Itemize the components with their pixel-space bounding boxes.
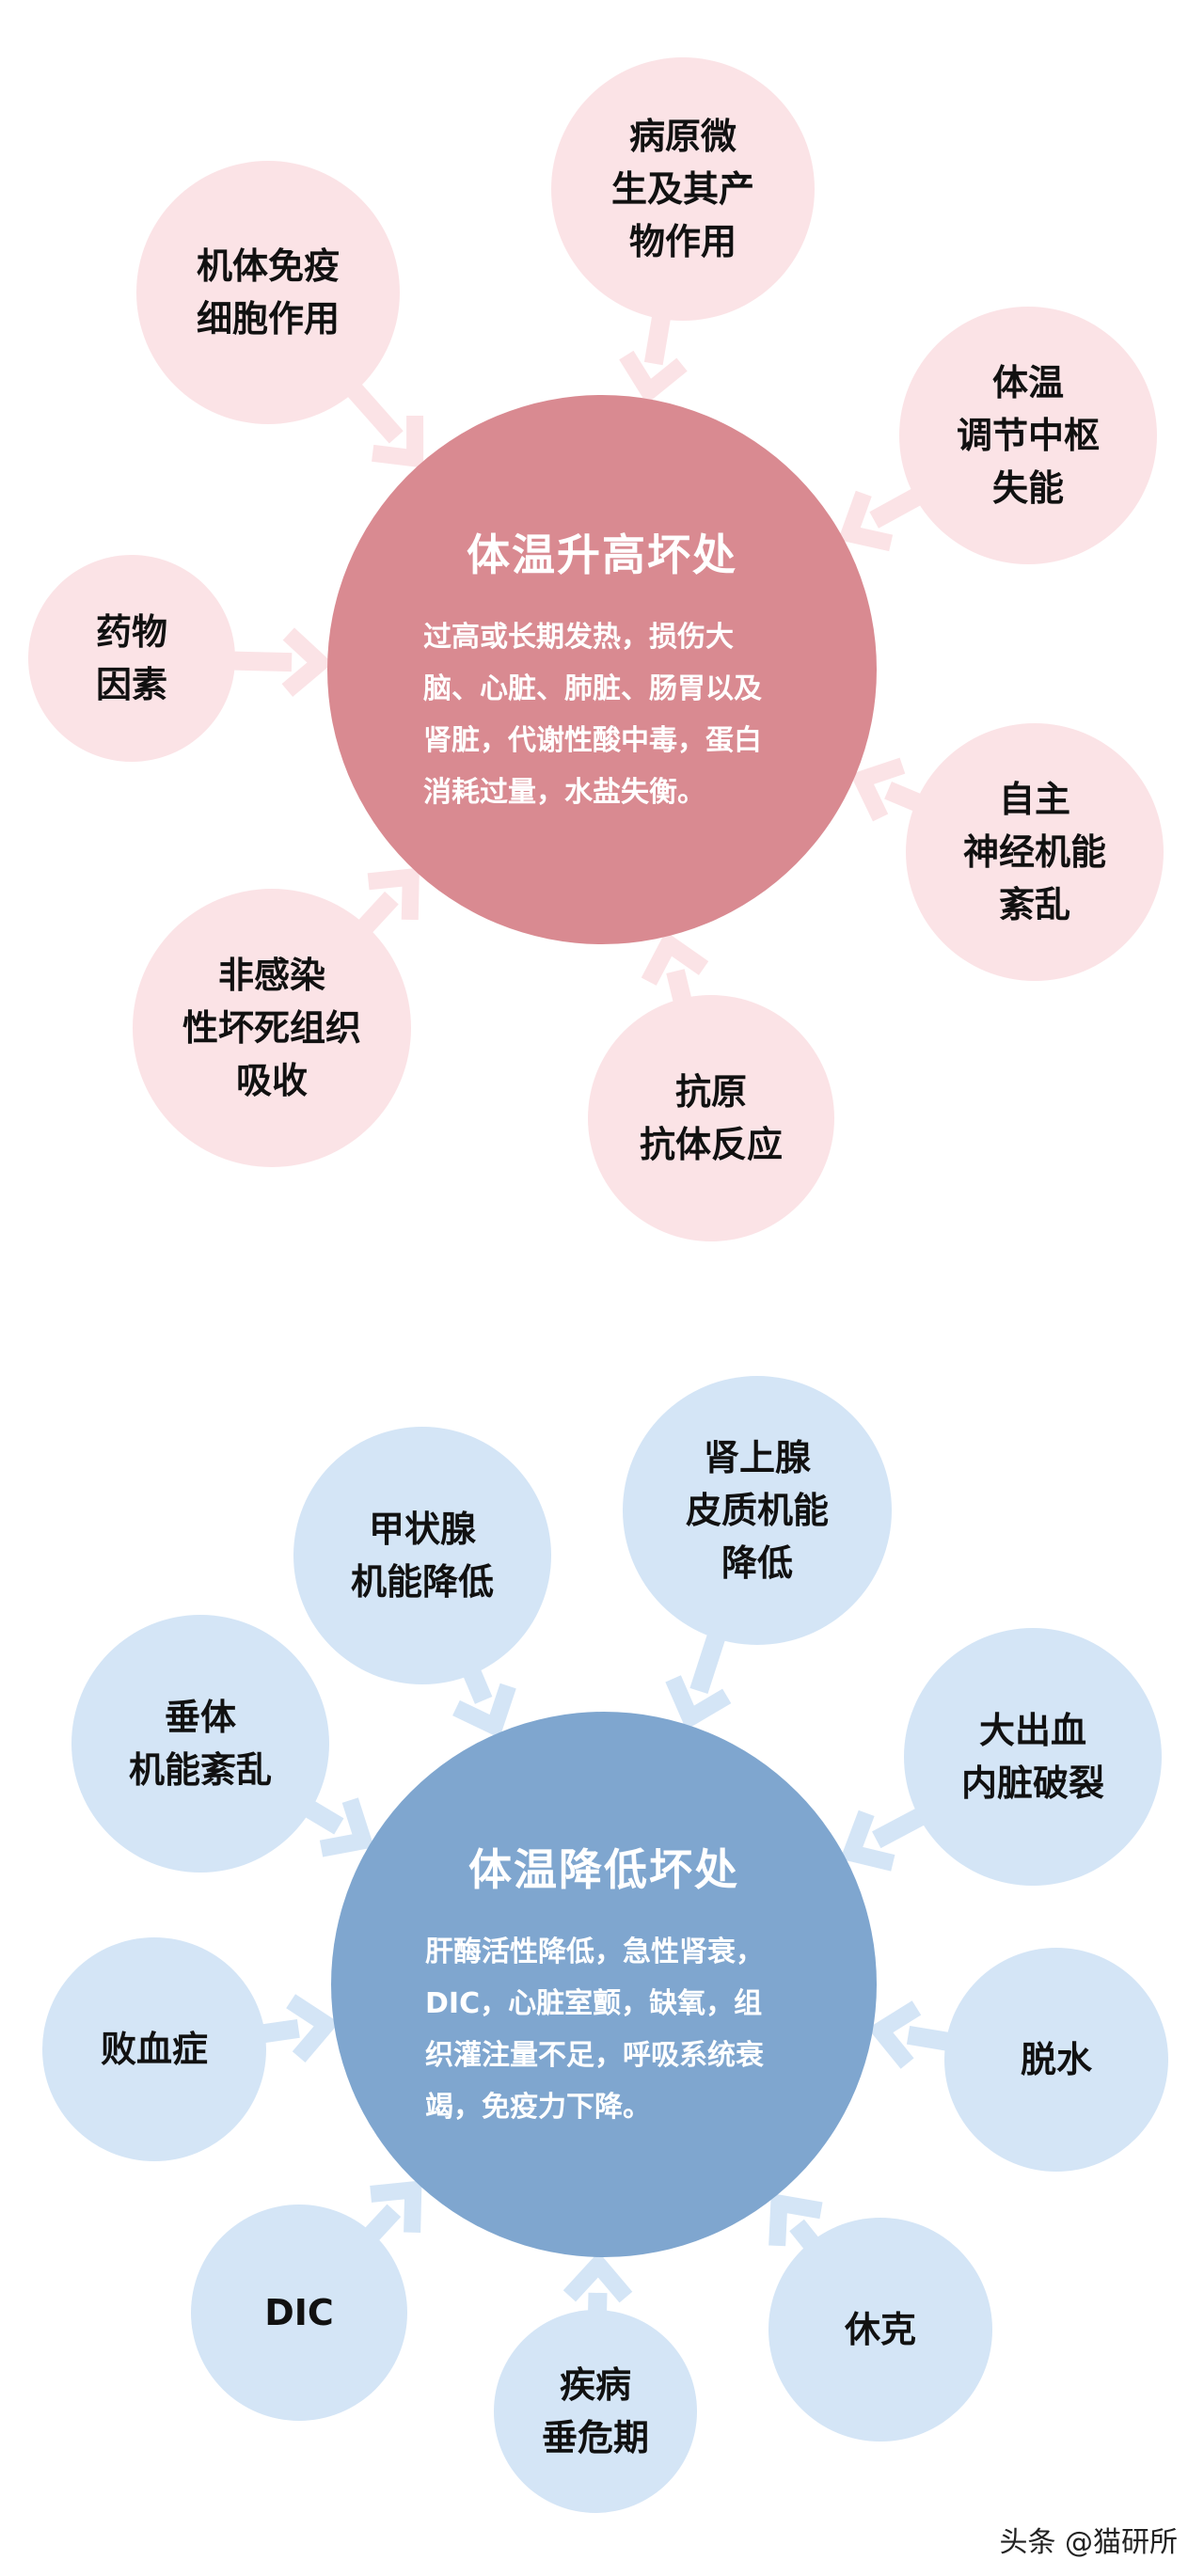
rise-cause-circle: 体温 调节中枢 失能: [899, 307, 1157, 564]
arrow-head-icon: [837, 490, 894, 552]
fall-cause-circle: 甲状腺 机能降低: [293, 1427, 551, 1684]
fall-cause-label: 甲状腺 机能降低: [350, 1509, 494, 1603]
fall-cause-label: 脱水: [1020, 2039, 1092, 2080]
rise-cause-label: 体温 调节中枢 失能: [956, 362, 1100, 509]
arrow-head-icon: [370, 2180, 422, 2233]
fall-cause-circle: 疾病 垂危期: [494, 2310, 697, 2513]
arrow-head-icon: [849, 757, 906, 822]
arrow-head-icon: [372, 416, 424, 468]
arrow-head-icon: [562, 2252, 633, 2303]
fall-cause-circle: 休克: [768, 2218, 992, 2442]
fever-harm-description: 过高或长期发热，损伤大脑、心脏、肺脏、肠胃以及肾脏，代谢性酸中毒，蛋白消耗过量，…: [423, 621, 762, 809]
rise-cause-circle: 机体免疫 细胞作用: [136, 161, 400, 424]
arrow-shaft: [225, 651, 293, 672]
arrow-head-icon: [319, 1797, 374, 1857]
fall-cause-circle: 垂体 机能紊乱: [71, 1615, 329, 1873]
rise-cause-label: 机体免疫 细胞作用: [196, 245, 340, 340]
rise-cause-label: 非感染 性坏死组织 吸收: [182, 955, 361, 1101]
fall-cause-label: 大出血 内脏破裂: [960, 1710, 1104, 1804]
arrow-head-icon: [768, 2192, 823, 2247]
fall-cause-label: 疾病 垂危期: [541, 2364, 649, 2458]
fall-cause-circle: 大出血 内脏破裂: [904, 1628, 1162, 1886]
arrow-head-icon: [867, 2000, 922, 2069]
fall-cause-label: 休克: [844, 2309, 916, 2350]
rise-cause-label: 自主 神经机能 紊乱: [962, 779, 1106, 925]
hypothermia-harm-description: 肝酶活性降低，急性肾衰，DIC，心脏室颤，缺氧，组织灌注量不足，呼吸系统衰竭，免…: [425, 1936, 764, 2124]
fall-cause-label: 垂体 机能紊乱: [128, 1697, 272, 1791]
arrow-shaft: [341, 377, 404, 444]
fall-cause-circle: 败血症: [42, 1937, 266, 2161]
rise-cause-circle: 病原微 生及其产 物作用: [551, 57, 815, 321]
fall-cause-circle: DIC: [191, 2205, 407, 2421]
rise-cause-label: 抗原 抗体反应: [639, 1071, 783, 1165]
hypothermia-harm-center-circle: 体温降低坏处 肝酶活性降低，急性肾衰，DIC，心脏室颤，缺氧，组织灌注量不足，呼…: [331, 1712, 877, 2257]
rise-cause-circle: 药物 因素: [28, 555, 235, 762]
fall-cause-label: DIC: [264, 2292, 334, 2333]
fall-cause-circle: 肾上腺 皮质机能 降低: [623, 1376, 892, 1645]
rise-cause-circle: 抗原 抗体反应: [588, 995, 834, 1241]
arrow-head-icon: [619, 350, 688, 404]
rise-cause-circle: 自主 神经机能 紊乱: [906, 723, 1164, 981]
fever-harm-title: 体温升高坏处: [467, 529, 737, 580]
rise-cause-circle: 非感染 性坏死组织 吸收: [133, 889, 411, 1167]
fall-cause-circle: 脱水: [944, 1948, 1168, 2172]
arrow-head-icon: [840, 1810, 895, 1872]
arrow-head-icon: [641, 931, 709, 986]
watermark-credit: 头条 @猫研所: [999, 2526, 1178, 2559]
fall-cause-label: 败血症: [100, 2029, 208, 2070]
arrow-head-icon: [286, 1994, 340, 2062]
arrow-head-icon: [452, 1683, 516, 1739]
hypothermia-harm-title: 体温降低坏处: [468, 1844, 739, 1895]
arrow-shaft: [689, 1626, 728, 1694]
arrow-head-icon: [665, 1675, 732, 1731]
arrow-head-icon: [281, 627, 333, 697]
arrow-head-icon: [367, 867, 420, 921]
fall-cause-label: 肾上腺 皮质机能 降低: [685, 1437, 829, 1584]
rise-cause-label: 药物 因素: [95, 611, 167, 705]
rise-cause-label: 病原微 生及其产 物作用: [610, 116, 754, 262]
fever-harm-center-circle: 体温升高坏处 过高或长期发热，损伤大脑、心脏、肺脏、肠胃以及肾脏，代谢性酸中毒，…: [327, 395, 877, 944]
